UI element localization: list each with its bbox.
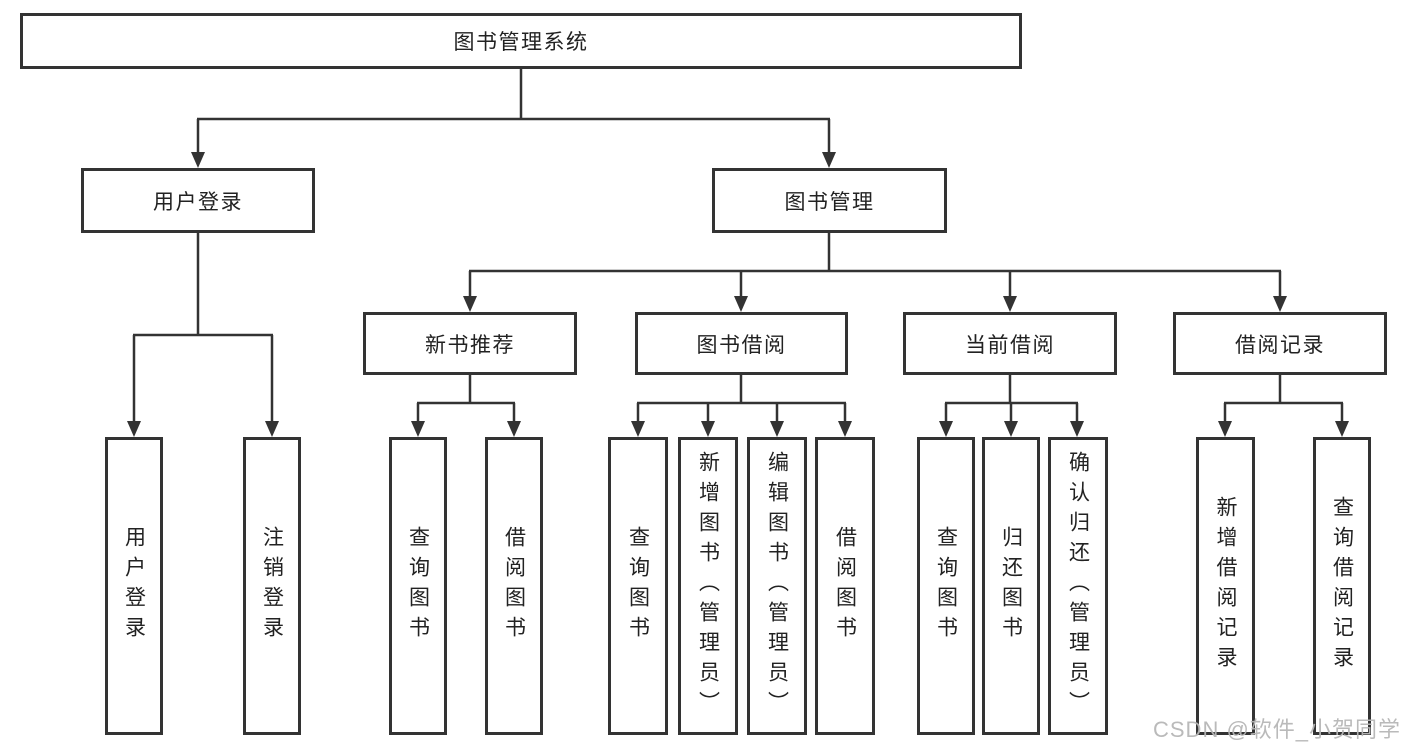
leaf-cb-confirm-return-admin-label: 确认归还（管理员） (1066, 451, 1090, 721)
leaf-br-add-record-label: 新增借阅记录 (1214, 496, 1237, 676)
leaf-bb-borrow-books-label: 借阅图书 (833, 526, 857, 646)
node-borrowing-records: 借阅记录 (1173, 312, 1387, 375)
leaf-br-query-record: 查询借阅记录 (1313, 437, 1371, 735)
node-borrowing-records-label: 借阅记录 (1235, 333, 1325, 357)
leaf-user-login-label: 用户登录 (122, 526, 146, 646)
node-current-borrowing-label: 当前借阅 (965, 333, 1055, 357)
node-current-borrowing: 当前借阅 (903, 312, 1117, 375)
leaf-cb-query-books-label: 查询图书 (934, 526, 958, 646)
leaf-logout-label: 注销登录 (260, 526, 284, 646)
leaf-bb-add-books-admin: 新增图书（管理员） (678, 437, 738, 735)
leaf-cb-query-books: 查询图书 (917, 437, 975, 735)
leaf-cb-return-books-label: 归还图书 (999, 526, 1023, 646)
node-book-management-label: 图书管理 (784, 190, 875, 214)
leaf-nbr-query-books-label: 查询图书 (406, 526, 430, 646)
node-user-login-label: 用户登录 (153, 190, 243, 214)
leaf-nbr-borrow-books-label: 借阅图书 (502, 526, 526, 646)
node-new-book-recommend-label: 新书推荐 (425, 333, 515, 357)
leaf-user-login: 用户登录 (105, 437, 163, 735)
node-book-borrowing: 图书借阅 (635, 312, 848, 375)
leaf-cb-return-books: 归还图书 (982, 437, 1040, 735)
leaf-bb-edit-books-admin: 编辑图书（管理员） (747, 437, 807, 735)
node-book-borrowing-label: 图书借阅 (696, 333, 787, 357)
node-new-book-recommend: 新书推荐 (363, 312, 577, 375)
leaf-bb-edit-books-admin-label: 编辑图书（管理员） (765, 451, 789, 721)
leaf-br-query-record-label: 查询借阅记录 (1330, 496, 1354, 676)
leaf-br-add-record: 新增借阅记录 (1196, 437, 1255, 735)
leaf-bb-add-books-admin-label: 新增图书（管理员） (696, 451, 720, 721)
leaf-bb-query-books: 查询图书 (608, 437, 668, 735)
leaf-bb-borrow-books: 借阅图书 (815, 437, 875, 735)
node-root: 图书管理系统 (20, 13, 1022, 69)
leaf-nbr-borrow-books: 借阅图书 (485, 437, 543, 735)
csdn-watermark: CSDN @软件_小贺同学 (1153, 717, 1402, 742)
leaf-nbr-query-books: 查询图书 (389, 437, 447, 735)
leaf-bb-query-books-label: 查询图书 (626, 526, 650, 646)
node-root-label: 图书管理系统 (453, 31, 589, 54)
leaf-cb-confirm-return-admin: 确认归还（管理员） (1048, 437, 1108, 735)
node-book-management: 图书管理 (712, 168, 947, 233)
leaf-logout: 注销登录 (243, 437, 301, 735)
node-user-login: 用户登录 (81, 168, 315, 233)
